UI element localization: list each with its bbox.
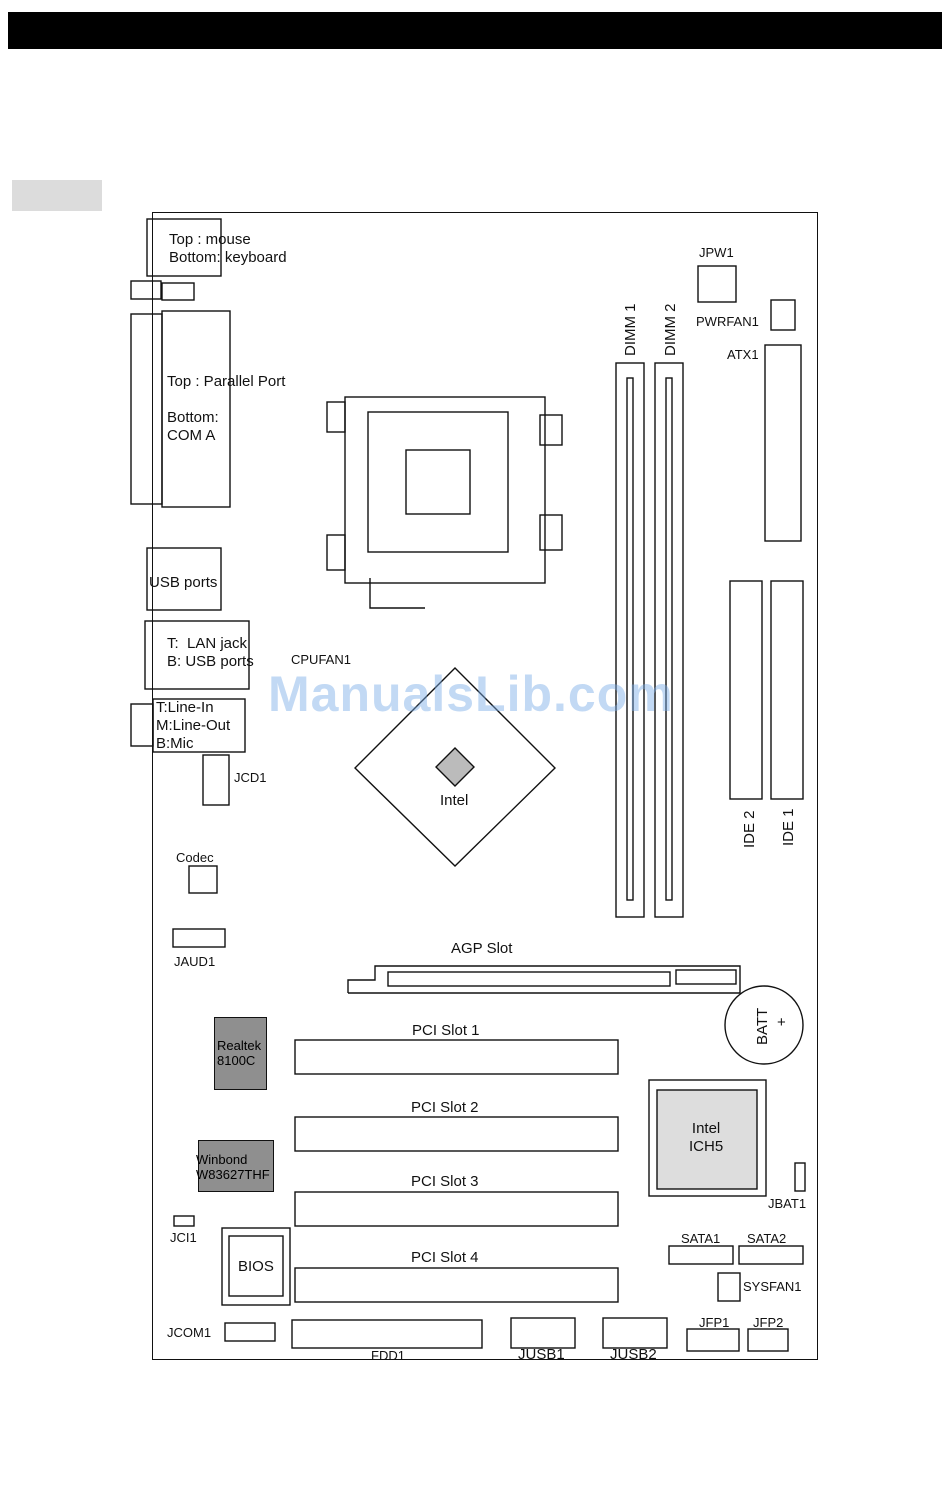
sata1-label: SATA1 xyxy=(681,1231,721,1246)
header-bar xyxy=(8,12,942,49)
jcd-label: JCD1 xyxy=(234,770,267,785)
jci-label: JCI1 xyxy=(170,1230,197,1245)
pci-slot2-label: PCI Slot 2 xyxy=(411,1099,479,1116)
pci-slot3-label: PCI Slot 3 xyxy=(411,1173,479,1190)
jfp2-label: JFP2 xyxy=(753,1315,784,1330)
jusb2-label: JUSB2 xyxy=(610,1346,657,1363)
jcom-label: JCOM1 xyxy=(167,1325,212,1340)
realtek-chip: Realtek 8100C xyxy=(214,1017,267,1090)
winbond-label: Winbond W83627THF xyxy=(196,1152,270,1182)
jaud-label: JAUD1 xyxy=(174,954,216,969)
atx-label: ATX1 xyxy=(727,347,759,362)
pwrfan-label: PWRFAN1 xyxy=(696,314,759,329)
sysfan-label: SYSFAN1 xyxy=(743,1279,802,1294)
pci-slot4-label: PCI Slot 4 xyxy=(411,1249,479,1266)
sata2-label: SATA2 xyxy=(747,1231,787,1246)
watermark: ManualsLib.com xyxy=(268,666,674,722)
bios-label: BIOS xyxy=(238,1258,274,1275)
mouse-keyboard-label: Top : mouse Bottom: keyboard xyxy=(169,231,287,266)
lan-usb-label: T: LAN jack B: USB ports xyxy=(167,635,254,670)
jbat-label: JBAT1 xyxy=(768,1196,807,1211)
jfp1-label: JFP1 xyxy=(699,1315,730,1330)
winbond-chip: Winbond W83627THF xyxy=(196,1140,274,1192)
parallel-com-label: Top : Parallel Port Bottom: COM A xyxy=(167,373,286,444)
batt-label: BATT xyxy=(754,1007,771,1045)
ich-label: Intel ICH5 xyxy=(689,1120,724,1155)
usb-ports-label: USB ports xyxy=(149,574,218,591)
codec-label: Codec xyxy=(176,850,214,865)
northbridge-label: Intel xyxy=(440,792,469,809)
dimm1-label: DIMM 1 xyxy=(622,303,639,357)
audio-jacks-label: T:Line-In M:Line-Out B:Mic xyxy=(156,699,231,752)
motherboard-outline xyxy=(152,212,818,1360)
fdd-label: FDD1 xyxy=(371,1348,405,1363)
dimm2-label: DIMM 2 xyxy=(662,303,679,357)
jusb1-label: JUSB1 xyxy=(518,1346,565,1363)
cpufan-label: CPUFAN1 xyxy=(291,652,351,667)
ide1-label: IDE 1 xyxy=(780,808,797,846)
ide2-label: IDE 2 xyxy=(741,810,758,848)
agp-slot-label: AGP Slot xyxy=(451,940,513,957)
section-tab xyxy=(12,180,102,211)
jpw-label: JPW1 xyxy=(699,245,734,260)
batt-plus-label: + xyxy=(777,1014,786,1031)
realtek-label: Realtek 8100C xyxy=(217,1038,262,1068)
pci-slot1-label: PCI Slot 1 xyxy=(412,1022,480,1039)
